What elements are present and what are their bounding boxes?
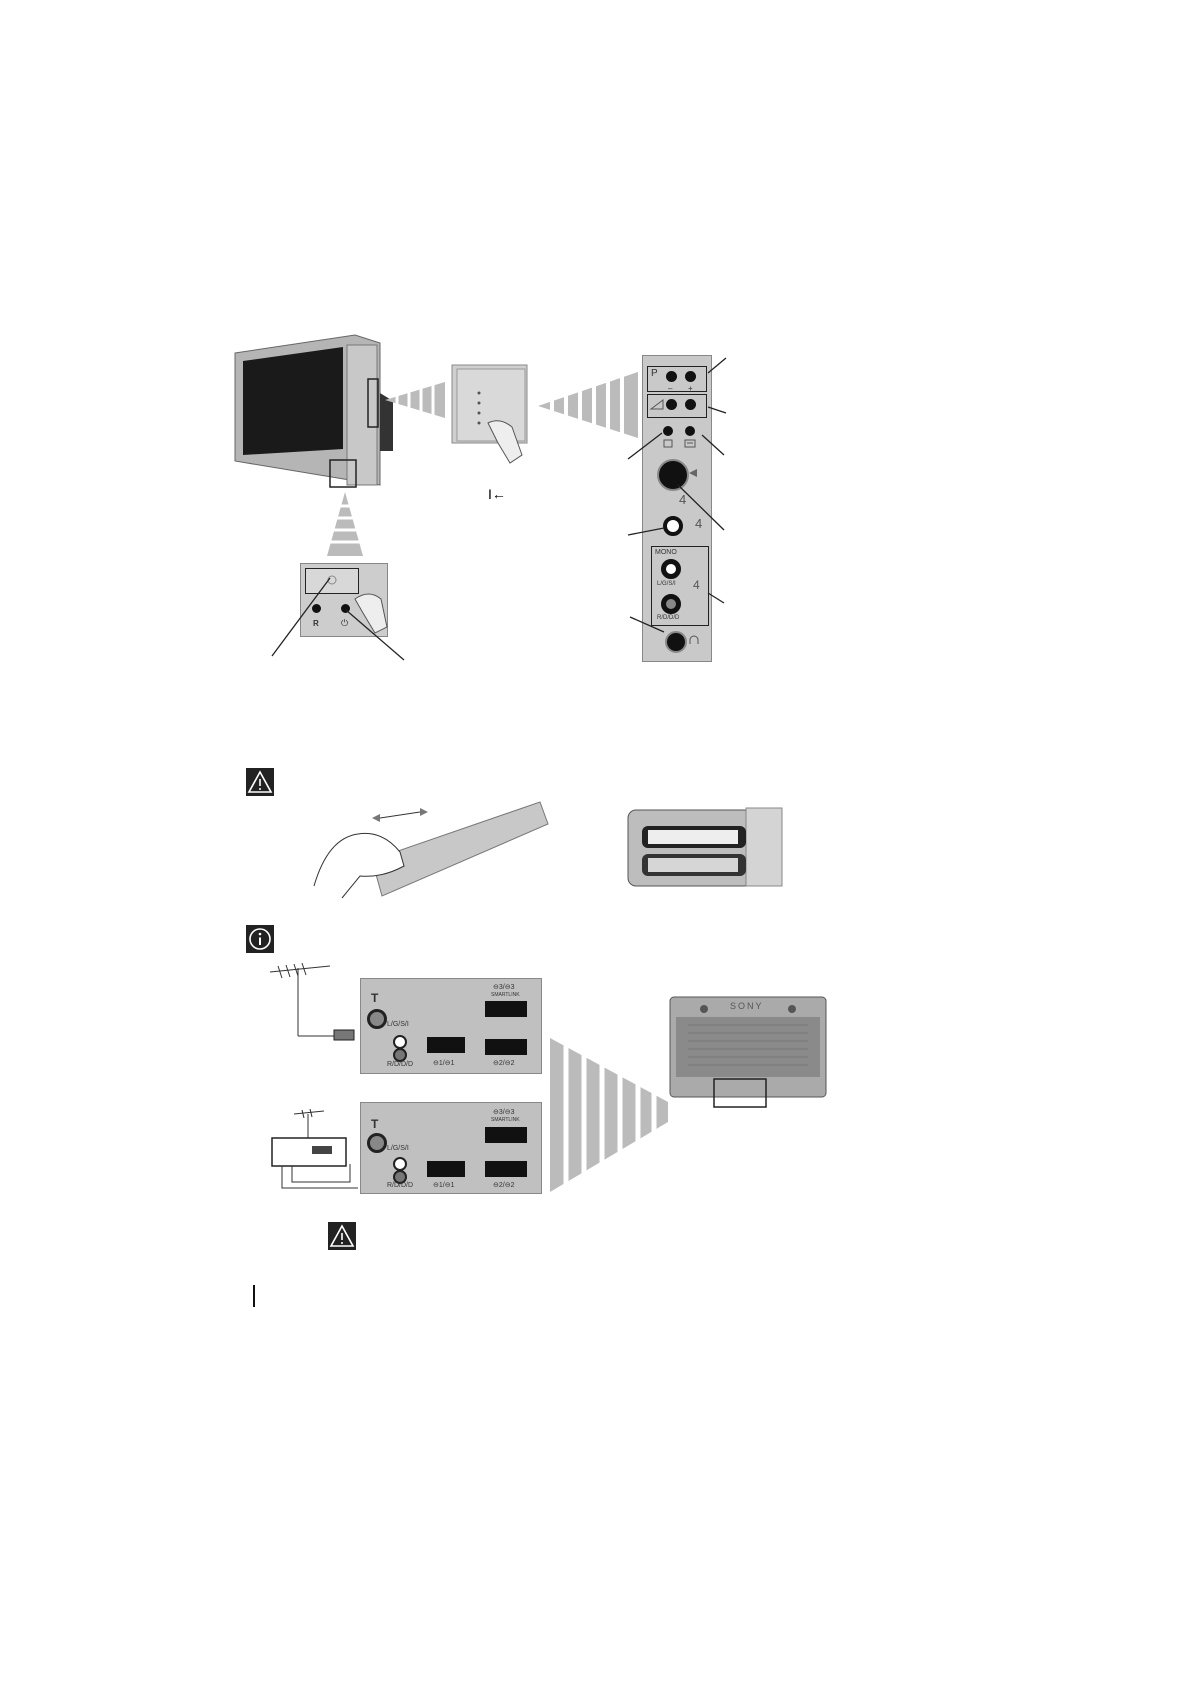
antenna-symbol-2: T [371, 1117, 379, 1131]
scart2-socket-2[interactable] [485, 1161, 527, 1177]
scart2-socket[interactable] [485, 1039, 527, 1055]
callout-lines-bottom [271, 577, 405, 661]
audio-input-box [651, 546, 709, 626]
smartlink-label: SMARTLINK [491, 992, 520, 998]
headphone-jack[interactable] [665, 631, 687, 653]
volume-plus-button[interactable] [685, 399, 696, 410]
audio-l-label: L/G/S/I [387, 1021, 409, 1028]
door-detail-image [451, 364, 528, 464]
program-buttons-box [647, 366, 707, 392]
audio-left-jack[interactable] [661, 559, 681, 579]
callout-lines [627, 357, 727, 633]
audio-r-label-2: R/D/D/D [387, 1182, 414, 1189]
scart2-label: ⊖2/⊖2 [493, 1060, 515, 1067]
standby-indicator [341, 604, 350, 613]
right-audio-label: R/D/D/D [657, 615, 680, 621]
page-margin-bar [253, 1285, 255, 1307]
audio-r-label: R/D/D/D [387, 1061, 414, 1068]
mono-label: MONO [655, 549, 677, 556]
info-icon [246, 925, 274, 953]
audio-l-label-2: L/G/S/I [387, 1145, 409, 1152]
tv-back-image: SONY [668, 995, 828, 1113]
battery-compartment-image [627, 807, 783, 887]
antenna-socket[interactable] [367, 1009, 387, 1029]
plus-label: + [688, 384, 693, 393]
beam-graphic-4 [550, 1036, 668, 1196]
volume-minus-button[interactable] [666, 399, 677, 410]
rear-panel-bottom: T L/G/S/I R/D/D/D ⊖1/⊖1 ⊖3/⊖3 SMARTLINK … [360, 1102, 542, 1194]
antenna-symbol: T [371, 991, 379, 1005]
scart2-label-2: ⊖2/⊖2 [493, 1182, 515, 1189]
arrow-icon [689, 469, 697, 477]
hand-graphic [354, 593, 388, 634]
menu-icon [684, 439, 696, 448]
minus-label: – [668, 384, 673, 393]
scart1-label: ⊖1/⊖1 [433, 1060, 455, 1067]
scart1-label-2: ⊖1/⊖1 [433, 1182, 455, 1189]
svideo-jack[interactable] [657, 459, 689, 491]
volume-icon [649, 399, 664, 410]
reset-label: R [313, 619, 319, 628]
smartlink-label-2: SMARTLINK [491, 1117, 520, 1123]
program-letter: P [651, 368, 658, 379]
input-icon [663, 439, 673, 448]
scart3-label: ⊖3/⊖3 [493, 984, 515, 991]
scart1-socket[interactable] [427, 1037, 465, 1053]
scart3-socket[interactable] [485, 1001, 527, 1017]
antenna-vcr-bottom [271, 1108, 358, 1189]
audio-l-jack-2[interactable] [393, 1157, 407, 1171]
audio-l-jack[interactable] [393, 1035, 407, 1049]
remote-open-image [313, 801, 549, 899]
warning-icon-2 [328, 1222, 356, 1250]
program-plus-button[interactable] [685, 371, 696, 382]
audio-label: 4 [693, 578, 700, 592]
front-bottom-detail: R ⏻ [300, 563, 388, 637]
standby-label: ⏻ [341, 618, 349, 628]
beam-graphic [385, 380, 445, 420]
svideo-label: 4 [679, 492, 687, 507]
headphone-icon [689, 635, 699, 644]
antenna-top [269, 962, 355, 1041]
video-label: 4 [695, 516, 703, 531]
scart1-socket-2[interactable] [427, 1161, 465, 1177]
side-control-panel: P – + 4 4 MONO L/G/S/I 4 R/D/D/D [642, 355, 712, 662]
scart3-label-2: ⊖3/⊖3 [493, 1109, 515, 1116]
program-minus-button[interactable] [666, 371, 677, 382]
reset-button[interactable] [312, 604, 321, 613]
beam-graphic-3 [325, 492, 365, 556]
warning-icon [246, 768, 274, 796]
menu-button[interactable] [685, 426, 695, 436]
antenna-socket-2[interactable] [367, 1133, 387, 1153]
brand-logo: SONY [730, 1001, 764, 1011]
scart3-socket-2[interactable] [485, 1127, 527, 1143]
video-jack[interactable] [663, 516, 683, 536]
audio-r-jack-2[interactable] [393, 1170, 407, 1184]
beam-graphic-2 [538, 370, 638, 440]
rear-panel-top: T L/G/S/I R/D/D/D ⊖1/⊖1 ⊖3/⊖3 SMARTLINK … [360, 978, 542, 1074]
input-select-button[interactable] [663, 426, 673, 436]
audio-r-jack[interactable] [393, 1048, 407, 1062]
power-button-frame [305, 568, 359, 594]
audio-right-jack[interactable] [661, 594, 681, 614]
tv-front-image [234, 334, 393, 488]
volume-buttons-box [647, 394, 707, 418]
left-audio-label: L/G/S/I [657, 581, 676, 587]
open-door-symbol: I← [488, 486, 506, 502]
